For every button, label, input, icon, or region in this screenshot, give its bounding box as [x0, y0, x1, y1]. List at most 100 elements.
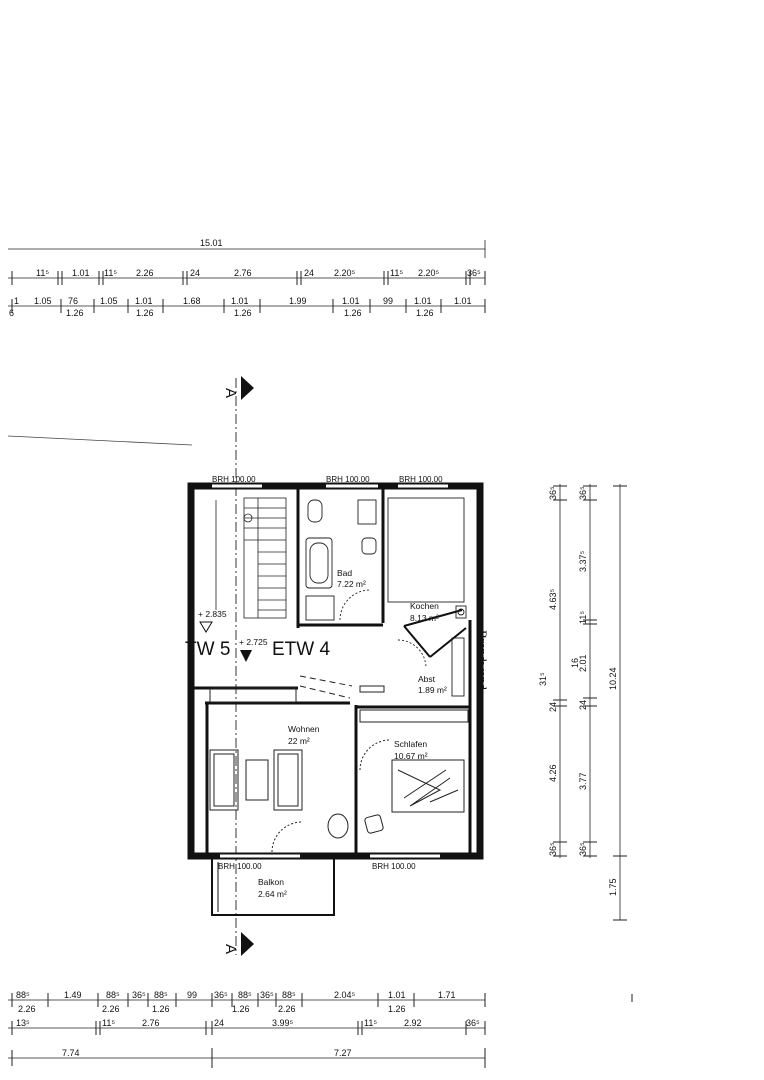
sink-icon: [361, 537, 377, 555]
dim-right-col2: 36⁵: [578, 842, 588, 856]
brh-label: BRH 100.00: [399, 475, 443, 484]
dim-bottom-row1: 36⁵: [214, 990, 228, 1000]
dim-top-row2: 1.01: [72, 268, 90, 278]
dim-right-col1: 4.63⁵: [548, 588, 558, 610]
section-label-bottom: A: [222, 944, 239, 954]
brh-label: BRH 100.00: [218, 862, 262, 871]
dim-right-col2: 3.77: [578, 772, 588, 790]
dim-top-row3: 1.01: [454, 296, 472, 306]
dim-right-col1: 4.26: [548, 764, 558, 782]
room-name-bad: Bad: [337, 568, 352, 578]
dim-top-row2: 24: [190, 268, 200, 278]
dim-top-row3: 1.01: [135, 296, 153, 306]
level-left: + 2.835: [198, 609, 227, 619]
dim-top-row3: 1.68: [183, 296, 201, 306]
brh-label: BRH 100.00: [372, 862, 416, 871]
dim-bottom-row1: 36⁵: [132, 990, 146, 1000]
right-dimensions: [553, 484, 627, 921]
kitchen-fixtures: [387, 497, 467, 697]
right-dimension-labels: 36⁵ 4.63⁵ 24 4.26 36⁵ 31⁵ 36⁵ 3.37⁵ 11⁵ …: [538, 486, 618, 896]
room-area-kochen: 8.13 m²: [410, 613, 439, 623]
dim-top-total: 15.01: [200, 238, 223, 248]
dim-bottom-row1-under: 1.26: [152, 1004, 170, 1014]
dim-top-row2: 11⁵: [36, 268, 49, 278]
dim-top-row3-under: 1.26: [136, 308, 154, 318]
dim-top-row2: 2.20⁵: [418, 268, 440, 278]
section-label-top: A: [222, 388, 239, 398]
dim-bottom-row1: 88⁵: [154, 990, 168, 1000]
sofa-icon: [273, 749, 303, 811]
dim-bottom-row1: 2.04⁵: [334, 990, 356, 1000]
dim-top-row3: 1.05: [100, 296, 118, 306]
etw-right-label: ETW 4: [272, 639, 330, 660]
brh-label: BRH 100.00: [326, 475, 370, 484]
dim-right-col1: 36⁵: [548, 842, 558, 856]
living-furniture: [209, 675, 385, 853]
sofa-icon: [209, 749, 239, 811]
stray-line: [7, 435, 193, 446]
dim-right-col2: 3.37⁵: [578, 550, 588, 572]
dim-bottom-row1: 88⁵: [106, 990, 120, 1000]
dim-right-col3: 1.75: [608, 878, 618, 896]
dim-bottom-row2: 24: [214, 1018, 224, 1028]
dim-top-row3: 1.01: [414, 296, 432, 306]
top-dimensions: [8, 240, 486, 313]
shower-icon: [357, 499, 377, 525]
dim-bottom-row1-under: 2.26: [102, 1004, 120, 1014]
bathroom-fixtures: [305, 499, 377, 621]
dim-bottom-row2: 11⁵: [102, 1018, 115, 1028]
dim-top-row3: 1: [14, 296, 19, 306]
dim-bottom-row2: 2.76: [142, 1018, 160, 1028]
dim-right-col2: 2.01: [578, 654, 588, 672]
bottom-dimensions: [8, 993, 486, 1068]
bottom-dimension-labels: 88⁵ 1.49 88⁵ 36⁵ 88⁵ 99 36⁵ 88⁵ 36⁵ 88⁵ …: [16, 990, 480, 1058]
dim-bottom-row1-under: 1.26: [388, 1004, 406, 1014]
dim-bottom-row1: 1.01: [388, 990, 406, 1000]
room-name-wohnen: Wohnen: [288, 724, 320, 734]
dim-bottom-total: 7.74: [62, 1048, 80, 1058]
dim-right-col1: 24: [548, 702, 558, 712]
dim-bottom-row1-under: 2.26: [278, 1004, 296, 1014]
dim-bottom-row1-under: 2.26: [18, 1004, 36, 1014]
dim-top-row2: 11⁵: [390, 268, 403, 278]
bedroom-furniture: [359, 709, 469, 834]
dim-bottom-row1: 1.49: [64, 990, 82, 1000]
level-markers: + 2.835 + 2.725: [198, 609, 268, 662]
dim-top-row3: 1.05: [34, 296, 52, 306]
dim-right-col2: 11⁵: [578, 611, 588, 624]
etw-left-label: TW 5: [185, 639, 230, 660]
dim-bottom-row1: 36⁵: [260, 990, 274, 1000]
section-line: A A: [222, 376, 254, 956]
dim-bottom-row1: 88⁵: [238, 990, 252, 1000]
dim-top-row2: 2.20⁵: [334, 268, 356, 278]
walls: [187, 482, 484, 916]
dim-top-row3: 1.01: [231, 296, 249, 306]
bathtub-icon: [305, 537, 333, 589]
dim-bottom-row2: 11⁵: [364, 1018, 377, 1028]
dim-top-row3-under: 1.26: [234, 308, 252, 318]
dim-top-row3-under: 1.26: [344, 308, 362, 318]
bed-icon: [391, 759, 465, 813]
dim-top-row2: 2.26: [136, 268, 154, 278]
dim-right-col1: 36⁵: [548, 486, 558, 500]
dim-top-row2: 24: [304, 268, 314, 278]
dim-bottom-row1-under: 1.26: [232, 1004, 250, 1014]
room-area-bad: 7.22 m²: [337, 579, 366, 589]
dim-bottom-row1: 1.71: [438, 990, 456, 1000]
room-name-abst: Abst: [418, 674, 436, 684]
dim-top-row3: 99: [383, 296, 393, 306]
toilet-icon: [307, 499, 323, 523]
room-labels: Bad 7.22 m² Kochen 8.13 m² Abst 1.89 m² …: [258, 568, 447, 899]
chair-icon: [327, 813, 349, 839]
dim-top-row2: 36⁵: [467, 268, 481, 278]
dim-right-col3: 10.24: [608, 667, 618, 690]
room-name-schlafen: Schlafen: [394, 739, 427, 749]
dim-bottom-row1: 88⁵: [16, 990, 30, 1000]
dim-right-col1-side: 31⁵: [538, 672, 548, 686]
staircase: [215, 497, 287, 619]
room-area-balkon: 2.64 m²: [258, 889, 287, 899]
dim-bottom-row1: 88⁵: [282, 990, 296, 1000]
room-area-abst: 1.89 m²: [418, 685, 447, 695]
dim-top-row3: 1.99: [289, 296, 307, 306]
